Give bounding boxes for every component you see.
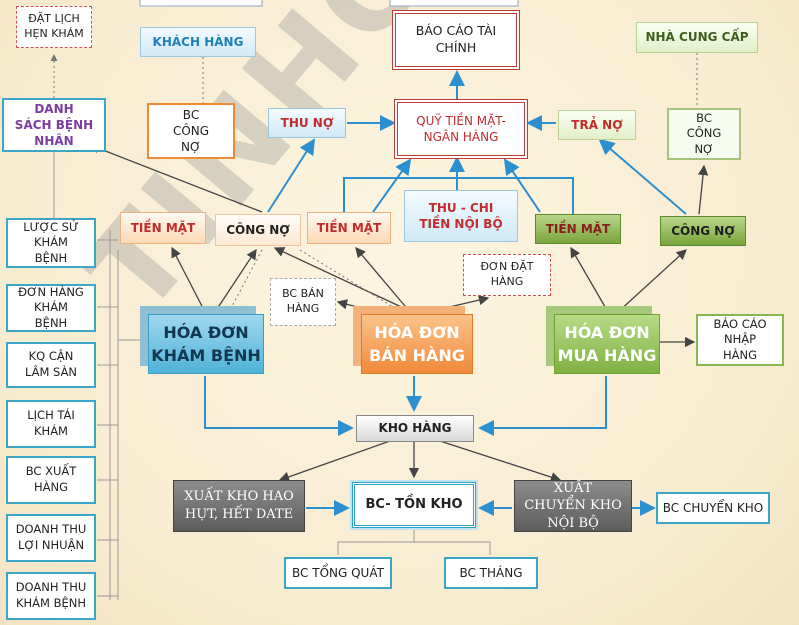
hoa-don-ban-hang-box: HÓA ĐƠN BÁN HÀNG xyxy=(361,314,473,374)
bc-ton-kho-label: BC- TỒN KHO xyxy=(365,497,463,513)
left-item-label: LƯỢC SỬ KHÁM BỆNH xyxy=(23,219,79,265)
bc-thang-box: BC THÁNG xyxy=(444,557,538,589)
don-dat-hang-label: ĐƠN ĐẶT HÀNG xyxy=(480,260,534,288)
xuat-chuyen-kho-box: XUẤT CHUYỂN KHO NỘI BỘ xyxy=(514,480,632,532)
arrow-hdkb-tienmat1 xyxy=(171,246,206,313)
danh-sach-benh-nhan-label: DANH SÁCH BỆNH NHÂN xyxy=(14,101,94,149)
cong-no-1-box: CÔNG NỢ xyxy=(215,214,301,246)
xuat-kho-hao-hut-box: XUẤT KHO HAO HỤT, HẾT DATE xyxy=(173,480,305,532)
khach-hang-box: KHÁCH HÀNG xyxy=(140,27,256,57)
arrow-hdbh-dondathang xyxy=(427,295,490,313)
hoa-don-kham-benh-box: HÓA ĐƠN KHÁM BỆNH xyxy=(148,314,264,374)
cong-no-2-label: CÔNG NỢ xyxy=(671,223,735,238)
thu-no-box: THU NỢ xyxy=(268,108,346,138)
kho-hang-label: KHO HÀNG xyxy=(378,421,452,436)
cong-no-2-box: CÔNG NỢ xyxy=(660,216,746,246)
left-item-don-hang: ĐƠN HÀNG KHÁM BỆNH xyxy=(6,284,96,332)
top-partial-box-left xyxy=(139,0,263,7)
hoa-don-mua-hang-box: HÓA ĐƠN MUA HÀNG xyxy=(554,314,660,374)
quy-tien-mat-box: QUỸ TIỀN MẶT- NGÂN HÀNG xyxy=(394,99,528,159)
arrow-hdmh-congno2 xyxy=(617,249,687,313)
quy-tien-mat-label: QUỸ TIỀN MẶT- NGÂN HÀNG xyxy=(416,113,506,144)
tra-no-label: TRẢ NỢ xyxy=(571,117,623,132)
dotted-congno-hdkb xyxy=(229,249,263,311)
bao-cao-tai-chinh-box: BÁO CÁO TÀI CHÍNH xyxy=(392,10,520,70)
bracket-thu-chi xyxy=(343,177,574,215)
tien-mat-3-label: TIỀN MẶT xyxy=(545,221,611,236)
bc-tong-quat-label: BC TỔNG QUÁT xyxy=(292,565,384,580)
arrow-hdmh-tienmat3 xyxy=(570,246,609,313)
arrow-congno-thuno xyxy=(267,138,316,213)
bc-ban-hang-box: BC BÁN HÀNG xyxy=(270,278,336,326)
arrow-hdbh-congno1 xyxy=(273,247,413,313)
arrow-hdbh-tienmat2 xyxy=(355,247,411,313)
bao-cao-nhap-hang-box: BÁO CÁO NHẬP HÀNG xyxy=(696,314,784,366)
thu-no-label: THU NỢ xyxy=(280,115,334,130)
left-item-lich-tai-kham: LỊCH TÁI KHÁM xyxy=(6,400,96,448)
arrow-tienmat2-quy xyxy=(372,158,412,213)
left-item-label: ĐƠN HÀNG KHÁM BỆNH xyxy=(18,284,84,330)
thu-chi-noi-bo-box: THU - CHI TIỀN NỘI BỘ xyxy=(404,190,518,242)
arrow-hdmh-kho xyxy=(478,376,607,436)
left-item-label: DOANH THU KHÁM BỆNH xyxy=(15,580,87,610)
tra-no-box: TRẢ NỢ xyxy=(558,110,636,140)
left-item-label: KQ CẬN LÂM SÀN xyxy=(24,349,78,379)
don-dat-hang-box: ĐƠN ĐẶT HÀNG xyxy=(463,254,551,296)
arrow-kho-xuathao xyxy=(278,440,391,482)
bc-cong-no-left-box: BC CÔNG NỢ xyxy=(147,103,235,159)
left-item-doanh-thu-loi-nhuan: DOANH THU LỢI NHUẬN xyxy=(6,514,96,562)
bc-ton-kho-box: BC- TỒN KHO xyxy=(350,480,478,530)
tien-mat-3-box: TIỀN MẶT xyxy=(535,214,621,244)
bc-thang-label: BC THÁNG xyxy=(459,565,523,580)
left-item-kq-can-lam-san: KQ CẬN LÂM SÀN xyxy=(6,342,96,388)
dat-lich-hen-kham-box: ĐẶT LỊCH HẸN KHÁM xyxy=(16,6,92,48)
left-item-bc-xuat-hang: BC XUẤT HÀNG xyxy=(6,456,96,504)
bc-cong-no-left-label: BC CÔNG NỢ xyxy=(172,107,210,155)
arrow-hdkb-congno1 xyxy=(214,248,257,313)
bc-cong-no-right-box: BC CÔNG NỢ xyxy=(667,108,741,160)
tien-mat-2-box: TIỀN MẶT xyxy=(307,212,391,244)
thu-chi-noi-bo-label: THU - CHI TIỀN NỘI BỘ xyxy=(419,200,503,231)
bao-cao-tai-chinh-label: BÁO CÁO TÀI CHÍNH xyxy=(415,23,497,55)
dat-lich-label: ĐẶT LỊCH HẸN KHÁM xyxy=(24,12,84,40)
xuat-kho-hao-hut-label: XUẤT KHO HAO HỤT, HẾT DATE xyxy=(184,489,294,522)
arrow-congno-ds xyxy=(88,143,263,213)
arrow-congno2-trano xyxy=(598,138,687,215)
khach-hang-label: KHÁCH HÀNG xyxy=(152,34,244,49)
left-item-doanh-thu-kham-benh: DOANH THU KHÁM BỆNH xyxy=(6,572,96,620)
tien-mat-1-box: TIỀN MẶT xyxy=(120,212,206,244)
hoa-don-mua-hang-label: HÓA ĐƠN MUA HÀNG xyxy=(557,322,657,365)
kho-hang-box: KHO HÀNG xyxy=(356,415,474,442)
top-partial-box-mid xyxy=(389,0,519,7)
bc-ban-hang-label: BC BÁN HÀNG xyxy=(282,287,324,315)
tien-mat-1-label: TIỀN MẶT xyxy=(130,220,196,235)
nha-cung-cap-label: NHÀ CUNG CẤP xyxy=(645,30,749,45)
nha-cung-cap-box: NHÀ CUNG CẤP xyxy=(636,22,758,53)
xuat-chuyen-kho-label: XUẤT CHUYỂN KHO NỘI BỘ xyxy=(524,480,622,531)
cong-no-1-label: CÔNG NỢ xyxy=(226,222,290,237)
danh-sach-benh-nhan-box: DANH SÁCH BỆNH NHÂN xyxy=(2,98,106,152)
tien-mat-2-label: TIỀN MẶT xyxy=(316,220,382,235)
bc-cong-no-right-label: BC CÔNG NỢ xyxy=(686,110,722,156)
left-item-label: BC XUẤT HÀNG xyxy=(25,464,77,494)
arrow-congno2-bc xyxy=(697,164,709,215)
bc-chuyen-kho-box: BC CHUYỂN KHO xyxy=(656,492,770,524)
bao-cao-nhap-hang-label: BÁO CÁO NHẬP HÀNG xyxy=(713,316,767,362)
hoa-don-ban-hang-label: HÓA ĐƠN BÁN HÀNG xyxy=(369,322,465,365)
bc-chuyen-kho-label: BC CHUYỂN KHO xyxy=(662,500,764,515)
arrow-kho-xuatchuyen xyxy=(439,440,562,483)
left-item-label: DOANH THU LỢI NHUẬN xyxy=(15,522,87,552)
left-item-luoc-su: LƯỢC SỬ KHÁM BỆNH xyxy=(6,218,96,268)
dotted-congno-hdbh xyxy=(299,249,399,311)
hoa-don-kham-benh-label: HÓA ĐƠN KHÁM BỆNH xyxy=(151,322,261,365)
bracket-tonkho-reports xyxy=(337,541,491,555)
arrow-hdkb-kho xyxy=(204,376,354,436)
left-item-label: LỊCH TÁI KHÁM xyxy=(27,408,75,438)
bc-tong-quat-box: BC TỔNG QUÁT xyxy=(284,557,392,589)
arrow-tienmat3-quy xyxy=(503,158,541,213)
